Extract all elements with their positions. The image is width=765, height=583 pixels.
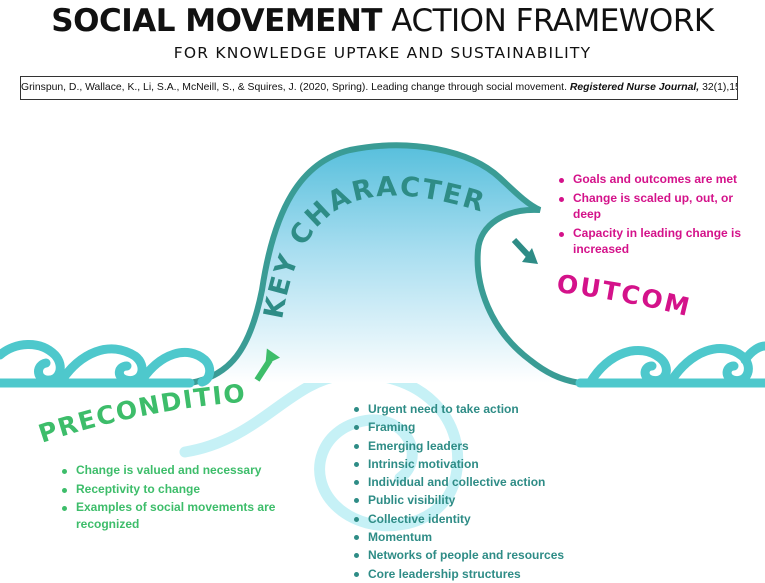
list-item: Networks of people and resources: [354, 546, 594, 564]
list-item: Examples of social movements are recogni…: [62, 499, 282, 533]
list-item: Change is valued and necessary: [62, 462, 282, 479]
list-item: Momentum: [354, 528, 594, 546]
header: SOCIAL MOVEMENT ACTION FRAMEWORK FOR KNO…: [0, 0, 765, 63]
list-item: Public visibility: [354, 491, 594, 509]
list-item: Capacity in leading change is increased: [559, 225, 759, 257]
arrow-to-outcomes-icon: [511, 237, 538, 264]
page-subtitle: FOR KNOWLEDGE UPTAKE AND SUSTAINABILITY: [173, 44, 592, 62]
title-light: ACTION FRAMEWORK: [391, 3, 714, 39]
list-item: Emerging leaders: [354, 437, 594, 455]
right-small-waves: [575, 341, 765, 388]
citation-authors: Grinspun, D., Wallace, K., Li, S.A., McN…: [21, 82, 570, 93]
list-item: Goals and outcomes are met: [559, 171, 759, 187]
citation-journal: Registered Nurse Journal,: [569, 82, 700, 93]
big-wave-outline: [187, 142, 583, 386]
page-title: SOCIAL MOVEMENT ACTION FRAMEWORK: [0, 2, 765, 40]
list-item: Intrinsic motivation: [354, 455, 594, 473]
citation-issue: 32(1),15.: [702, 82, 737, 93]
citation-box: Grinspun, D., Wallace, K., Li, S.A., McN…: [20, 76, 738, 100]
arrow-to-key-icon: [254, 348, 280, 382]
list-item: Receptivity to change: [62, 481, 282, 498]
outcomes-list: Goals and outcomes are met Change is sca…: [559, 171, 759, 260]
list-item: Core leadership structures: [354, 565, 594, 583]
list-item: Collective identity: [354, 510, 594, 528]
list-item: Framing: [354, 418, 594, 436]
list-item: Individual and collective action: [354, 473, 594, 491]
key-characteristics-list: Urgent need to take action Framing Emerg…: [354, 400, 594, 583]
list-item: Urgent need to take action: [354, 400, 594, 418]
left-small-waves: [0, 340, 215, 388]
swirl-shape: [179, 368, 464, 532]
preconditions-list: Change is valued and necessary Receptivi…: [62, 462, 282, 535]
title-bold: SOCIAL MOVEMENT: [51, 3, 382, 39]
list-item: Change is scaled up, out, or deep: [559, 190, 759, 222]
